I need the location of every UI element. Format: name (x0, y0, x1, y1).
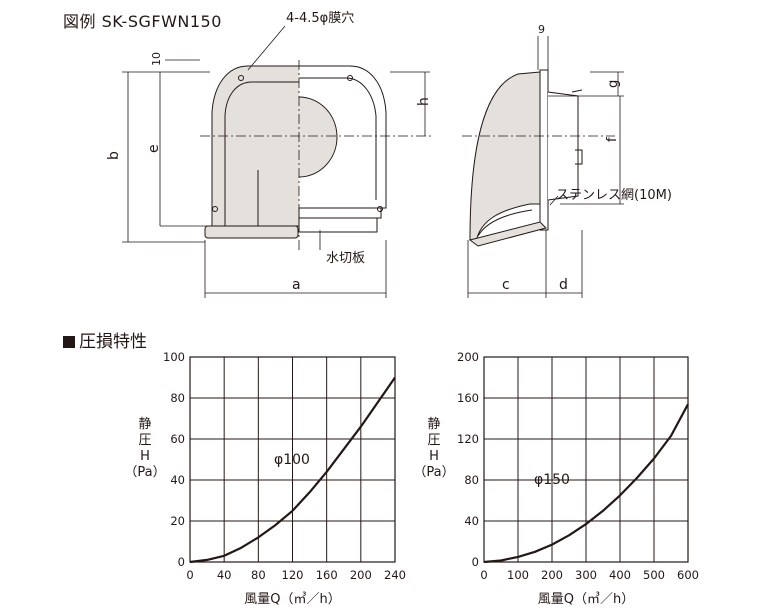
square-bullet-icon (63, 336, 75, 348)
dim-e: e (146, 144, 162, 153)
dim-a: a (292, 277, 301, 293)
section-title: 圧損特性 (63, 327, 147, 352)
plot-frame (189, 356, 396, 563)
y-axis-label: （Pa） (124, 465, 165, 480)
dim-c: c (502, 277, 510, 293)
front-view (204, 65, 387, 239)
front-base-right (298, 207, 382, 219)
dim-b: b (106, 151, 122, 160)
series-annotation: φ100 (274, 452, 310, 468)
x-tick-label: 500 (643, 568, 665, 582)
y-axis-label: H (429, 449, 439, 464)
y-axis-label: 圧 (427, 433, 440, 448)
x-tick-label: 200 (350, 568, 372, 582)
water-plate-part (298, 217, 378, 233)
x-tick-label: 40 (217, 568, 232, 582)
water-plate-label: 水切板 (326, 251, 365, 266)
side-mesh (547, 91, 579, 201)
dim-flange: 9 (538, 23, 545, 36)
side-water-plate (468, 221, 547, 247)
front-base (204, 225, 299, 239)
side-hood (469, 71, 541, 243)
pressure-loss-chart-phi150: 0 100 200 300 400 500 600 0 40 80 120 160 200 φ150 静圧H… (413, 350, 699, 607)
x-axis-label: 風量Q（㎥／h） (244, 592, 340, 607)
y-axis-label: 静 (427, 417, 440, 432)
mesh-label: ステンレス網(10M) (556, 188, 672, 203)
y-tick-label: 80 (170, 391, 185, 405)
section-title-text: 圧損特性 (79, 332, 147, 352)
x-tick-label: 100 (507, 568, 529, 582)
x-tick-label: 200 (541, 568, 563, 582)
x-tick-label: 160 (316, 568, 338, 582)
y-tick-label: 200 (457, 350, 479, 364)
side-flange (539, 69, 549, 231)
plot-frame (483, 356, 689, 563)
series-annotation: φ150 (534, 472, 570, 488)
x-tick-label: 400 (609, 568, 631, 582)
y-tick-label: 40 (170, 473, 185, 487)
y-tick-label: 120 (457, 432, 479, 446)
duct-opening (298, 96, 338, 178)
x-tick-label: 0 (186, 568, 193, 582)
hole-icon (347, 75, 353, 81)
x-axis-label: 風量Q（㎥／h） (538, 592, 634, 607)
y-tick-label: 80 (464, 473, 479, 487)
dim-g: g (606, 80, 621, 88)
side-louver (571, 89, 583, 165)
dim-f: f (605, 137, 620, 142)
front-hood-right-inner (299, 77, 377, 200)
hole-icon (212, 206, 218, 212)
y-tick-label: 0 (178, 555, 185, 569)
y-axis-label: （Pa） (413, 465, 454, 480)
x-tick-label: 600 (677, 568, 699, 582)
hole-note: 4-4.5φ膜穴 (286, 11, 354, 26)
x-tick-label: 80 (251, 568, 266, 582)
y-tick-label: 100 (163, 350, 185, 364)
y-axis-label: 圧 (138, 433, 151, 448)
dim-top-offset: 10 (150, 52, 163, 66)
side-hood-inner (477, 209, 533, 237)
y-tick-label: 160 (457, 391, 479, 405)
y-tick-label: 40 (464, 514, 479, 528)
dim-h: h (416, 97, 432, 106)
front-hood-left (211, 65, 299, 227)
side-view (468, 69, 583, 247)
x-tick-label: 120 (282, 568, 304, 582)
x-tick-label: 300 (575, 568, 597, 582)
front-hood-right (299, 65, 387, 209)
y-tick-label: 0 (472, 555, 479, 569)
figure-title: 図例 SK-SGFWN150 (63, 12, 222, 31)
technical-drawing: 4-4.5φ膜穴 10 b e h a 水切板 9 g f ステンレス網(10M… (106, 11, 672, 298)
dim-d: d (559, 277, 568, 293)
y-tick-label: 60 (170, 432, 185, 446)
hole-icon (377, 206, 383, 212)
x-tick-label: 240 (384, 568, 406, 582)
series-line (189, 376, 396, 564)
y-axis-label: 静 (138, 417, 151, 432)
pressure-loss-chart-phi100: 0 40 80 120 160 200 240 0 20 40 60 80 100 φ100 静圧H（Pa）… (124, 350, 406, 607)
y-axis-label: H (140, 449, 150, 464)
y-tick-label: 20 (170, 514, 185, 528)
front-hood-inner (224, 81, 299, 226)
hole-icon (238, 75, 244, 81)
x-tick-label: 0 (480, 568, 487, 582)
series-line (483, 403, 689, 564)
